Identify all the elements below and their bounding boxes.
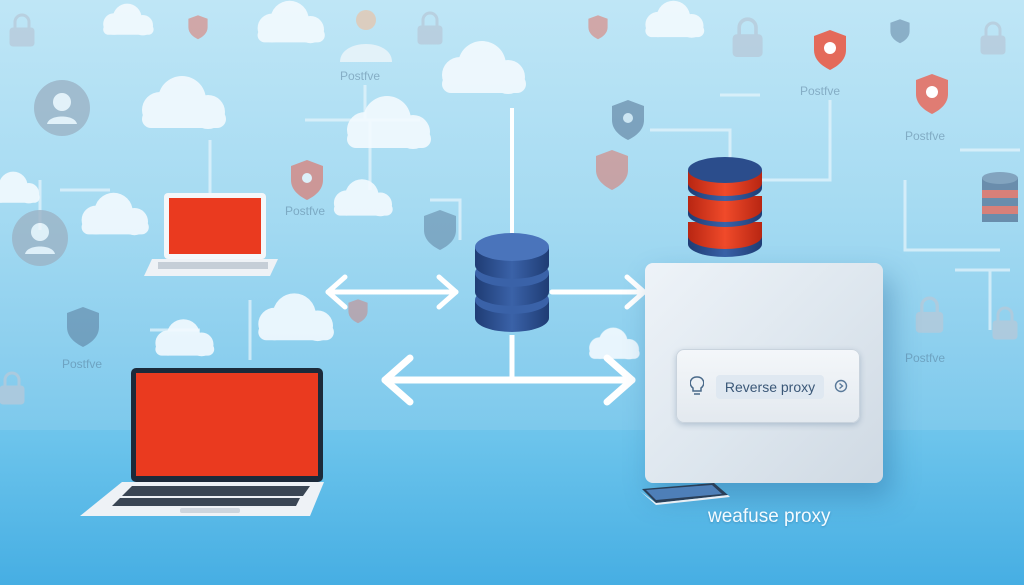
shield-icon bbox=[424, 210, 456, 250]
shield-icon bbox=[67, 307, 99, 347]
arrow-icon bbox=[381, 354, 636, 406]
shield-icons bbox=[67, 15, 948, 347]
caption-text: weafuse proxy bbox=[708, 506, 831, 527]
shield-icon bbox=[890, 19, 910, 44]
reverse-proxy-field[interactable]: Reverse proxy bbox=[716, 375, 824, 399]
bg-label: Postfve bbox=[800, 84, 840, 98]
bg-label: Postfve bbox=[905, 351, 945, 365]
cloud-icon bbox=[142, 76, 226, 129]
shield-icon bbox=[188, 15, 208, 40]
database-icon bbox=[475, 233, 549, 332]
arrow-icon bbox=[325, 274, 459, 310]
cloud-icon bbox=[0, 171, 40, 204]
cloud-icon bbox=[333, 179, 393, 217]
shield-icon bbox=[814, 30, 846, 70]
cloud-icon bbox=[103, 3, 154, 36]
user-icon bbox=[12, 210, 68, 266]
user-icon bbox=[340, 10, 392, 62]
user-icons bbox=[12, 80, 90, 266]
cloud-icon bbox=[258, 293, 334, 342]
shield-icon bbox=[291, 160, 323, 200]
shield-icon bbox=[348, 299, 368, 324]
bulb-icon bbox=[690, 376, 704, 395]
bg-label: Postfve bbox=[905, 129, 945, 143]
shield-icon bbox=[596, 150, 628, 190]
user-icon bbox=[34, 80, 90, 136]
lock-icon bbox=[8, 13, 36, 48]
bg-label: Postfve bbox=[62, 357, 102, 371]
background-labels: Postfve Postfve Postfve Postfve Postfve … bbox=[62, 69, 945, 371]
laptop-icon bbox=[144, 193, 278, 276]
cloud-icon bbox=[589, 327, 640, 360]
phone-icon bbox=[640, 483, 730, 505]
bg-label: Postfve bbox=[285, 204, 325, 218]
cloud-icon bbox=[645, 0, 705, 38]
lock-icon bbox=[0, 371, 26, 406]
lock-icon bbox=[979, 21, 1007, 56]
cloud-icon bbox=[81, 192, 149, 236]
cloud-icon bbox=[442, 41, 526, 94]
lock-icon bbox=[416, 11, 444, 46]
lock-icon bbox=[991, 306, 1019, 341]
go-icon[interactable] bbox=[834, 379, 848, 393]
cloud-icon bbox=[155, 319, 215, 357]
shield-icon bbox=[916, 74, 948, 114]
lock-icon bbox=[914, 296, 945, 334]
cloud-icon bbox=[347, 96, 431, 149]
laptop-icon bbox=[80, 368, 324, 516]
shield-icon bbox=[612, 100, 644, 140]
database-icon bbox=[688, 157, 762, 257]
lock-icon bbox=[731, 17, 764, 59]
bg-label: Postfve bbox=[340, 69, 380, 83]
database-icon bbox=[982, 172, 1018, 222]
arrow-icon bbox=[549, 274, 647, 310]
shield-icon bbox=[588, 15, 608, 40]
cloud-icon bbox=[257, 0, 325, 44]
